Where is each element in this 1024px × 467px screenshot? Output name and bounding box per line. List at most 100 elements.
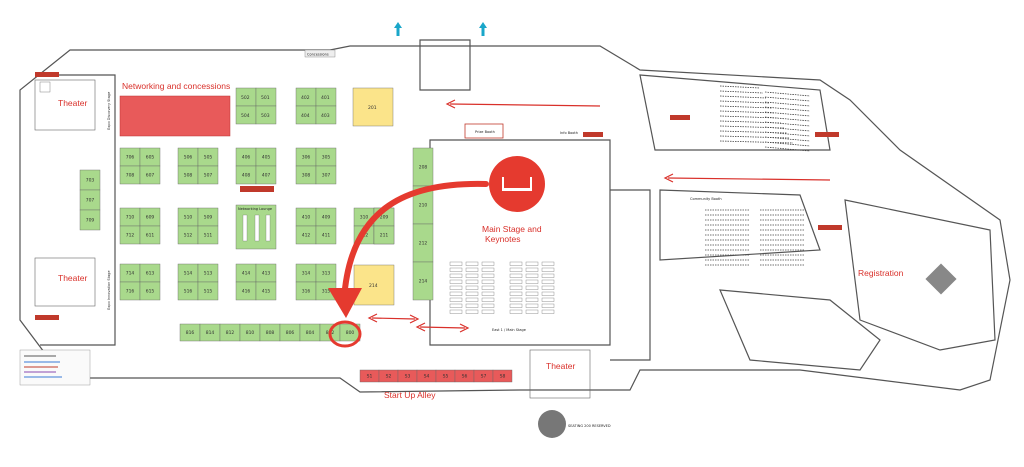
seat-line [719,95,767,99]
seat-row [525,261,539,266]
booth-S8[interactable] [492,369,513,383]
seat-line [719,85,761,89]
booth-214-label: 214 [419,279,428,285]
legend-box [19,349,91,386]
seat-line [719,135,791,139]
booth-407[interactable] [255,165,277,185]
red-tag-right-3 [670,115,690,120]
booth-516-label: 516 [184,289,193,295]
seat-row [481,291,495,296]
booth-403[interactable] [315,105,337,125]
booth-211[interactable] [373,225,395,245]
booth-509-label: 509 [204,215,213,221]
booth-214[interactable] [412,261,434,301]
info-booth-tag [583,132,603,137]
seat-line [719,90,764,94]
seat-row [465,273,479,278]
booth-S2-label: S2 [386,374,392,380]
booth-607[interactable] [139,165,161,185]
seat-row [481,261,495,266]
booth-800-highlight [328,320,362,348]
seat-row [481,297,495,302]
lounge-table-right [265,214,271,242]
seat-row [465,303,479,308]
booth-415[interactable] [255,281,277,301]
main-stage-arrow [328,180,489,318]
right-auditorium-seating [705,85,811,266]
startup-alley-label: Start Up Alley [384,390,436,400]
seat-line [764,111,811,117]
booth-507[interactable] [197,165,219,185]
info-booth-label: Info Booth [560,131,578,135]
theater-bottom-label: Theater [546,361,575,371]
seat-row [525,297,539,302]
prize-booth[interactable] [464,123,504,139]
networking-area[interactable] [119,95,231,137]
main-stage-label: Main Stage and [482,224,542,234]
seat-row [525,273,539,278]
booth-506-label: 506 [184,155,193,161]
booth-710-label: 710 [126,215,135,221]
booth-716-label: 716 [126,289,135,295]
seat-row [509,297,523,302]
networking-label: Networking and concessions [122,81,230,91]
booth-607-label: 607 [146,173,155,179]
main-stage-marker-icon[interactable] [489,156,545,212]
red-tag-right-2 [818,225,842,230]
booth-group-400-top: 402 401 404 403 [295,87,337,125]
booth-611[interactable] [139,225,161,245]
booth-201-label: 201 [368,105,377,111]
community-booth-label: Community Booth [690,197,722,201]
direction-arrows [367,99,831,333]
seat-line [719,100,770,104]
seat-row [481,303,495,308]
booth-707-label: 707 [86,198,95,204]
booth-210-label: 210 [419,203,428,209]
seat-line [764,116,811,122]
booth-307[interactable] [315,165,337,185]
booth-709[interactable] [79,209,101,231]
booth-211-label: 211 [380,233,389,239]
seat-row [481,309,495,314]
expo-discovery-label: Expo Discovery Stage [107,92,111,130]
seat-row [481,267,495,272]
seat-row [449,297,463,302]
booth-810-label: 810 [246,330,255,336]
booth-411[interactable] [315,225,337,245]
booth-410-label: 410 [302,215,311,221]
red-tag-power [240,186,274,192]
theater-top-area: Theater [34,72,96,131]
concessions-box [304,49,336,58]
booth-515-label: 515 [204,289,213,295]
booth-201[interactable] [352,87,394,127]
booth-407-label: 407 [262,173,271,179]
concessions-label: Concessions [307,53,329,57]
seat-row [541,279,555,284]
booth-214-yellow[interactable] [353,264,395,306]
booth-416-label: 416 [242,289,251,295]
prize-booth-label: Prize Booth [475,130,495,134]
booth-504-label: 504 [241,113,250,119]
booth-501-label: 501 [261,95,270,101]
booth-413-label: 413 [262,271,271,277]
booth-411-label: 411 [322,233,331,239]
booth-714-label: 714 [126,271,135,277]
seat-row [449,273,463,278]
booth-408-label: 408 [242,173,251,179]
seat-row [541,267,555,272]
booth-515[interactable] [197,281,219,301]
seat-row [449,303,463,308]
seat-row [465,291,479,296]
expo-innovation-label: Expo Innovation Stage [107,270,111,310]
seat-row [525,303,539,308]
east-main-stage-label: East 1 / Main Stage [492,328,526,332]
booth-511[interactable] [197,225,219,245]
booth-503[interactable] [255,105,277,125]
entrance-arrow-icon [394,22,487,36]
seat-row [541,297,555,302]
booth-615[interactable] [139,281,161,301]
seat-row [509,285,523,290]
seat-row [509,267,523,272]
